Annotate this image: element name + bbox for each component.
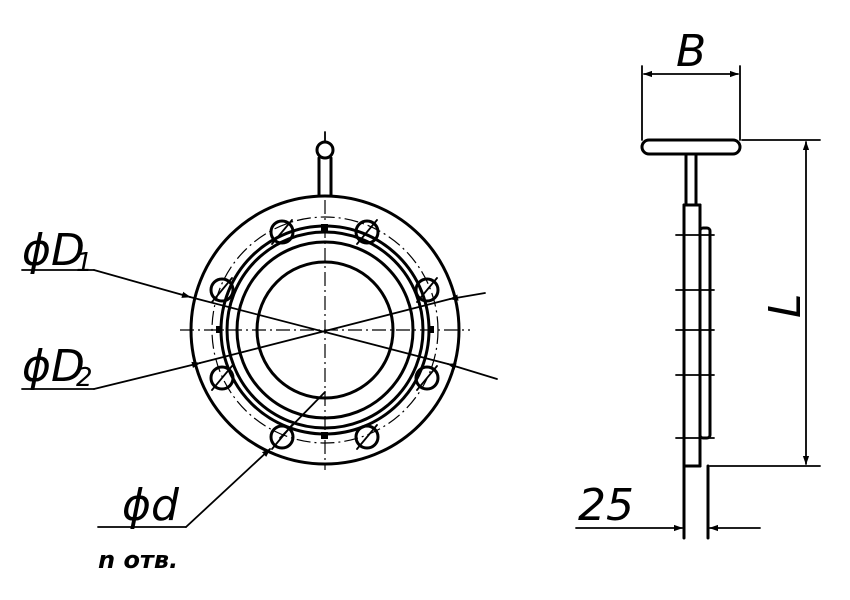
label-length-l: L — [760, 293, 811, 318]
disk-side — [698, 226, 712, 440]
seal-ring-inner — [225, 230, 425, 430]
label-width-b: B — [676, 26, 706, 77]
bolt-hole — [209, 277, 235, 303]
dimension-leaders — [21, 269, 498, 528]
bolt-hole — [354, 219, 380, 245]
label-phi-d2-subscript: 2 — [76, 363, 93, 393]
side-view: B L 25 — [575, 26, 821, 540]
bolt-hole — [354, 424, 380, 450]
stem — [315, 131, 335, 198]
front-view: ϕD 1 ϕD 2 ϕd n отв. — [21, 131, 498, 574]
handle — [640, 138, 742, 156]
bore-circle — [255, 260, 395, 400]
disk-circle — [235, 240, 415, 420]
bolt-hole — [414, 365, 440, 391]
seal-marks — [216, 224, 434, 439]
bolt-hole — [209, 365, 235, 391]
label-holes-note: n отв. — [98, 546, 178, 574]
bolt-ticks — [675, 234, 715, 439]
label-phi-d1: ϕD — [22, 225, 85, 276]
label-phi-d-hole: ϕd — [122, 480, 180, 531]
label-thickness-25: 25 — [578, 480, 634, 531]
bolt-circle — [211, 216, 439, 444]
bolt-hole — [269, 219, 295, 245]
label-phi-d2: ϕD — [22, 341, 85, 392]
bolt-holes — [209, 219, 440, 450]
label-phi-d1-subscript: 1 — [76, 248, 93, 278]
outer-flange-circle — [189, 194, 461, 466]
bolt-hole — [414, 277, 440, 303]
